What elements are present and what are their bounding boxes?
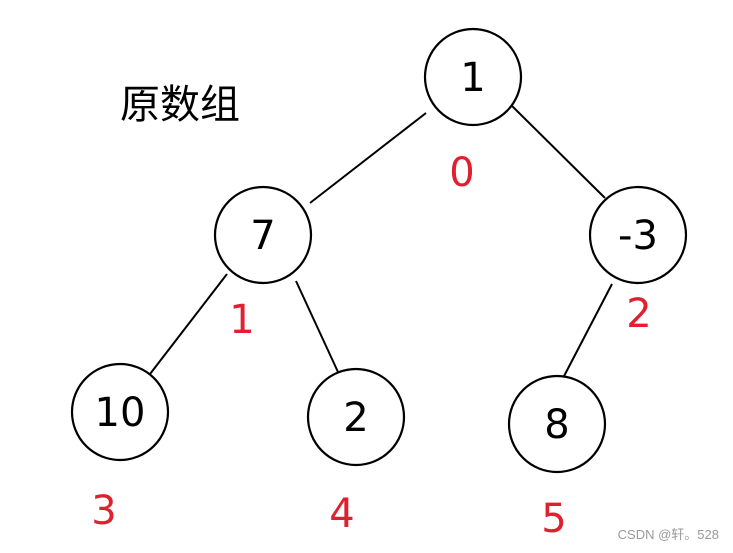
tree-edge — [309, 112, 427, 204]
node-circle — [423, 27, 523, 127]
node-value: 10 — [95, 390, 146, 436]
node-index-label: 5 — [541, 496, 566, 542]
tree-node: 1 — [423, 27, 523, 127]
watermark: CSDN @轩。528 — [617, 527, 719, 542]
node-circle — [306, 367, 406, 467]
node-value: 8 — [544, 402, 569, 448]
node-index-label: 3 — [91, 488, 116, 534]
index-layer: 0 1 2 3 4 5 — [91, 150, 651, 542]
tree-node: 10 — [70, 362, 170, 462]
node-circle — [507, 374, 607, 474]
node-value: -3 — [618, 213, 658, 259]
node-index-label: 2 — [626, 291, 651, 337]
tree-node: 7 — [213, 185, 313, 285]
node-value: 1 — [460, 55, 485, 101]
tree-node: 8 — [507, 374, 607, 474]
node-index-label: 4 — [329, 491, 354, 537]
tree-edge — [561, 283, 613, 381]
node-index-label: 1 — [229, 297, 254, 343]
node-index-label: 0 — [449, 150, 474, 196]
tree-node: -3 — [588, 185, 688, 285]
tree-edge — [295, 280, 339, 373]
tree-edge — [149, 273, 228, 375]
edges-layer — [149, 103, 613, 381]
diagram-title: 原数组 — [120, 82, 240, 128]
tree-node: 2 — [306, 367, 406, 467]
node-circle — [213, 185, 313, 285]
node-circle — [70, 362, 170, 462]
node-value: 2 — [343, 395, 368, 441]
node-value: 7 — [250, 213, 275, 259]
node-circle — [588, 185, 688, 285]
tree-edge — [509, 103, 606, 199]
